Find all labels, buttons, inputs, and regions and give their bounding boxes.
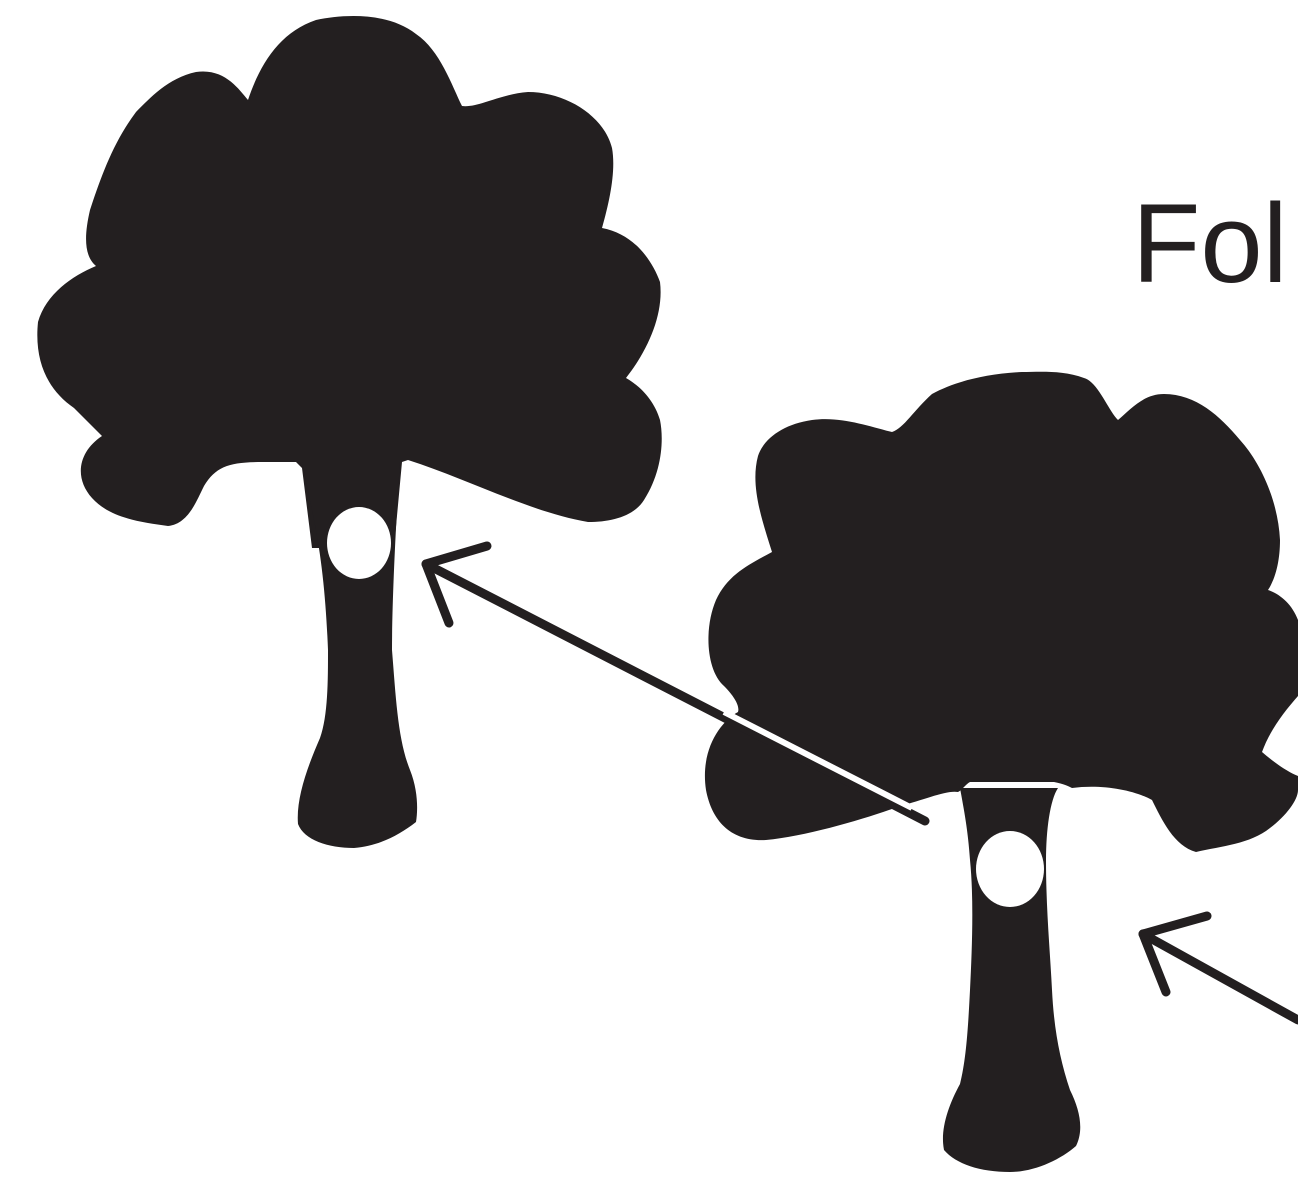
tree-right-hollow — [976, 831, 1044, 907]
arrow-to-right-tree — [1143, 916, 1298, 1020]
tree-left — [37, 16, 661, 848]
tree-left-hollow — [327, 507, 391, 579]
tree-right — [705, 372, 1298, 1172]
arrow-to-right-tree-shaft — [1143, 934, 1298, 1020]
diagram-caption: Fol — [1132, 181, 1288, 306]
tree-right-canopy — [705, 372, 1298, 852]
